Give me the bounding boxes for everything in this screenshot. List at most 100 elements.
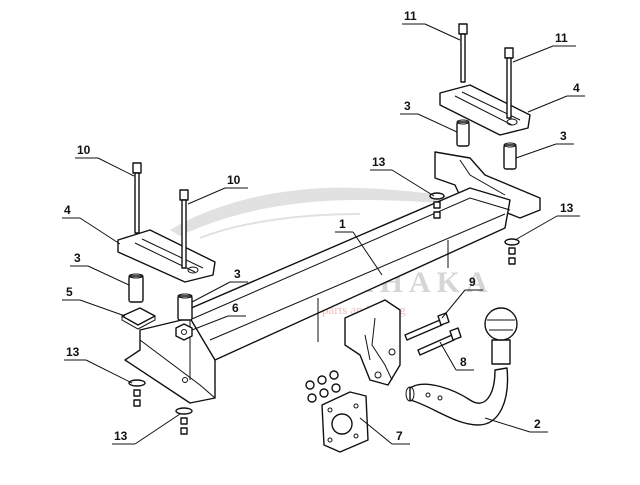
nut (133, 399, 141, 407)
spacer-tube (128, 275, 144, 303)
callout-label-7: 7 (396, 429, 403, 443)
spacer-right-b-part-3 (503, 142, 517, 170)
leader-line (424, 23, 461, 41)
leader-line (85, 359, 133, 384)
spacer-top (456, 119, 470, 125)
bolt-head (458, 23, 468, 35)
spacer-top (128, 273, 144, 279)
beam-mid-edge (209, 213, 506, 341)
hex-nut-hole (181, 329, 187, 335)
bolt-head (504, 47, 514, 59)
leader-line (512, 45, 554, 63)
clamp-plate-left-part-4 (117, 229, 216, 283)
spacer-top (503, 142, 517, 148)
plate-hole-1 (374, 371, 382, 379)
washer (175, 407, 193, 415)
leader-line (484, 417, 531, 433)
callout-label-13d: 13 (114, 429, 128, 443)
callout-label-3d: 3 (234, 267, 241, 281)
leader-line (527, 95, 568, 113)
tow-ball-part-2 (405, 307, 518, 426)
leader-line (79, 299, 126, 317)
small-nuts-cluster (305, 370, 341, 403)
leader-line (417, 113, 458, 133)
leader-line (515, 143, 557, 159)
left-bracket-hole (182, 377, 188, 383)
leader-line (134, 413, 181, 445)
callout-label-4a: 4 (573, 81, 580, 95)
bolt-part-8 (417, 327, 462, 356)
bolt-right-b-part-11 (504, 47, 514, 119)
nut (180, 427, 188, 435)
callout-label-6: 6 (232, 301, 239, 315)
right-mounting-bracket (434, 151, 541, 229)
leader-line (191, 281, 231, 303)
nut (433, 211, 441, 219)
socket-screw-hole-1 (327, 407, 333, 413)
spacer-left-a-part-3 (128, 273, 144, 303)
spacer-right-a-part-3 (456, 119, 470, 147)
spacer-left-b-part-3 (177, 293, 193, 321)
leader-line (191, 315, 229, 331)
small-nut (307, 393, 317, 403)
neck-hole-1 (425, 392, 431, 398)
socket-screw-hole-4 (353, 433, 359, 439)
callout-label-3c: 3 (74, 251, 81, 265)
tow-ball-bands (487, 319, 515, 331)
nut (508, 247, 516, 255)
callout-label-3b: 3 (560, 129, 567, 143)
bolt-shank (417, 334, 455, 356)
small-nut (319, 388, 329, 398)
callout-label-13a: 13 (372, 155, 386, 169)
left-mounting-bracket (124, 317, 216, 404)
leader-line (441, 289, 466, 319)
callout-label-10a: 10 (77, 143, 91, 157)
leader-line (391, 169, 435, 197)
square-plate-part-5 (121, 307, 156, 330)
hex-nut (175, 323, 193, 341)
tow-ball-stem (491, 339, 511, 365)
left-clamp-slot-end (187, 266, 199, 274)
right-clamp-slot-end (506, 118, 518, 126)
callout-label-11a: 11 (404, 9, 417, 23)
bolt-head (179, 189, 189, 201)
nut (433, 201, 441, 209)
bolt-shank (460, 33, 466, 83)
callouts: 11 11 4 3 3 13 13 10 10 4 (62, 9, 585, 445)
nut (180, 417, 188, 425)
leader-line (87, 265, 130, 286)
leader-line (352, 231, 383, 276)
socket-plate-part-7 (321, 391, 369, 453)
washer-nut-left-a-part-13 (128, 379, 146, 407)
tow-ball-neck-end (405, 386, 415, 402)
washer (128, 379, 146, 387)
socket-screw-hole-2 (353, 403, 359, 409)
spacer-tube (177, 295, 193, 321)
callout-label-13c: 13 (66, 345, 80, 359)
ball-mount-plate-edges (364, 317, 393, 381)
nut-part-6 (175, 323, 193, 341)
callout-label-4b: 4 (64, 203, 71, 217)
leader-line (97, 157, 135, 177)
callout-label-1: 1 (339, 217, 346, 231)
bolt-right-a-part-11 (458, 23, 468, 83)
leader-line (79, 217, 121, 245)
washer-nut-right-b-part-13 (504, 238, 520, 265)
small-nut (331, 383, 341, 393)
plate-hole-2 (388, 348, 396, 356)
spacer-tube (456, 121, 470, 147)
crossbeam-part-1 (124, 151, 541, 404)
bolt-shank (404, 319, 443, 341)
tow-ball-neck (409, 367, 509, 426)
bolt-left-a-part-10 (132, 162, 142, 234)
leader-line (359, 417, 393, 445)
small-nut (305, 380, 315, 390)
leader-line (514, 215, 558, 241)
leader-line (439, 341, 457, 371)
left-clamp-plate (117, 229, 216, 283)
bolt-shank (506, 57, 512, 119)
callout-label-2: 2 (534, 417, 541, 431)
bolt-left-b-part-10 (179, 189, 189, 269)
